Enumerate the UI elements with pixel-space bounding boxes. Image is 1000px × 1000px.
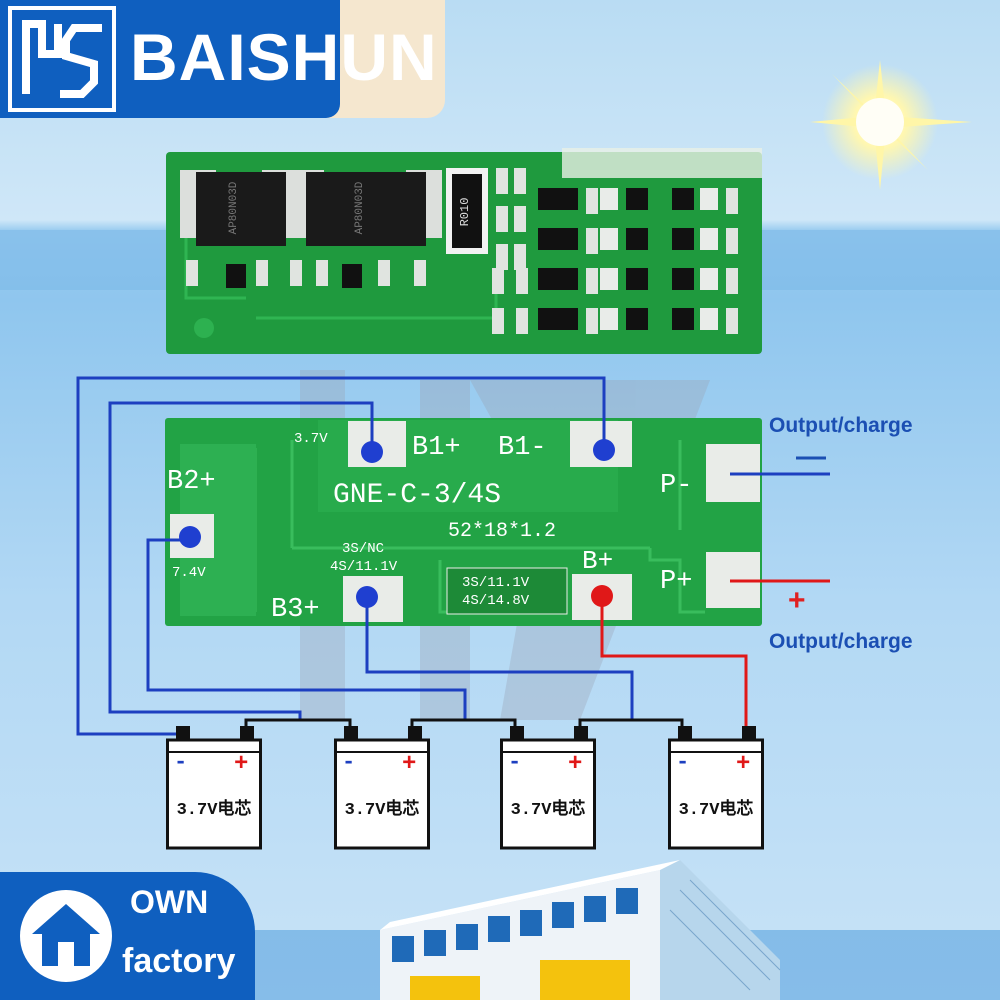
brand-logo bbox=[8, 6, 116, 112]
factory-building-icon bbox=[380, 860, 781, 1000]
logo-mark-icon bbox=[22, 20, 102, 98]
battery-cell: - +3.7V电芯 bbox=[668, 726, 764, 850]
resistor-label: R010 bbox=[458, 198, 472, 227]
cell-positive-terminal: + bbox=[234, 751, 248, 778]
cell-label: 3.7V电芯 bbox=[679, 798, 754, 820]
label-p-minus: P- bbox=[660, 471, 692, 501]
cell-negative-terminal: - bbox=[676, 750, 689, 775]
label-b2-plus: B2+ bbox=[167, 467, 216, 497]
bms-board-top-view: AP80N03D AP80N03D R010 bbox=[166, 148, 762, 354]
label-b3-plus: B3+ bbox=[271, 595, 320, 625]
label-4s-14.8v: 4S/14.8V bbox=[462, 593, 530, 609]
brand-name: BAISHUN bbox=[130, 22, 438, 92]
footer-factory-text: factory bbox=[122, 942, 236, 980]
cell-positive-terminal: + bbox=[568, 751, 582, 778]
sun-icon bbox=[810, 60, 972, 190]
cell-positive-terminal: + bbox=[402, 751, 416, 778]
label-4s-11.1v: 4S/11.1V bbox=[330, 559, 398, 575]
mosfet-2-label: AP80N03D bbox=[354, 181, 366, 234]
battery-cell: - +3.7V电芯 bbox=[334, 726, 430, 850]
battery-cell: - +3.7V电芯 bbox=[500, 726, 596, 850]
cell-positive-terminal: + bbox=[736, 751, 750, 778]
mosfet-1-label: AP80N03D bbox=[228, 181, 240, 234]
cell-negative-terminal: - bbox=[342, 750, 355, 775]
cell-label: 3.7V电芯 bbox=[177, 798, 252, 820]
cell-negative-terminal: - bbox=[174, 750, 187, 775]
cell-negative-terminal: - bbox=[508, 750, 521, 775]
bms-board-diagram: 3.7V B1+ B1- B2+ 7.4V GNE-C-3/4S 52*18*1… bbox=[165, 418, 762, 626]
output-charge-positive-label: Output/charge bbox=[769, 630, 913, 653]
positive-sign: + bbox=[788, 584, 806, 617]
own-factory-badge bbox=[0, 872, 255, 1000]
label-3s-11.1v: 3S/11.1V bbox=[462, 575, 530, 591]
brand-name-text: BAISHUN bbox=[130, 20, 438, 94]
board-size: 52*18*1.2 bbox=[448, 520, 556, 543]
board-model: GNE-C-3/4S bbox=[333, 480, 501, 511]
label-7.4v: 7.4V bbox=[172, 565, 206, 581]
cell-label: 3.7V电芯 bbox=[511, 798, 586, 820]
label-b1-minus: B1- bbox=[498, 433, 547, 463]
house-icon bbox=[20, 890, 112, 982]
label-3.7v: 3.7V bbox=[294, 431, 328, 447]
cell-label: 3.7V电芯 bbox=[345, 798, 420, 820]
output-charge-negative-label: Output/charge bbox=[769, 414, 913, 437]
brand-header: BAISHUN bbox=[0, 0, 445, 118]
label-3s-nc: 3S/NC bbox=[342, 541, 384, 557]
battery-cell: - +3.7V电芯 bbox=[166, 726, 262, 850]
label-b1-plus: B1+ bbox=[412, 433, 461, 463]
footer-own-text: OWN bbox=[130, 884, 209, 920]
negative-sign: — bbox=[796, 440, 826, 473]
label-p-plus: P+ bbox=[660, 567, 692, 597]
label-b-plus: B+ bbox=[582, 546, 613, 576]
